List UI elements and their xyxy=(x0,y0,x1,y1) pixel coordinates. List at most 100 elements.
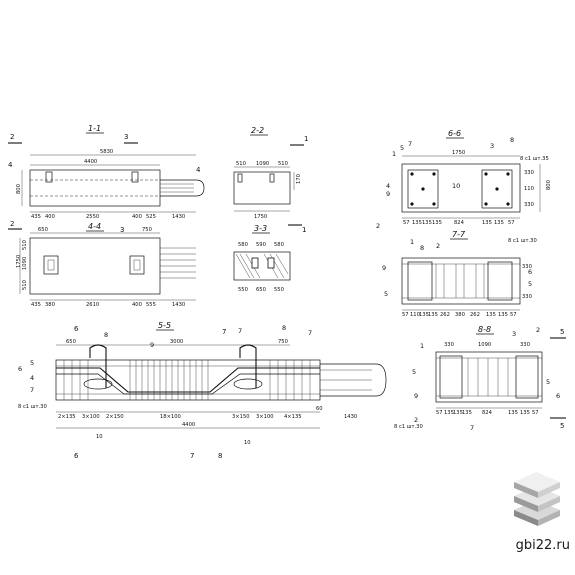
title-6-6: 6-6 xyxy=(448,129,461,138)
dim-11-height: 800 xyxy=(16,184,22,194)
dim-66-b3: 135 xyxy=(432,220,442,226)
label-7-88: 7 xyxy=(470,424,474,432)
title-2-2: 2-2 xyxy=(251,126,264,135)
view-6-6: 6-6 1750 4 9 1 5 7 3 8 10 2 8 с1 шт.35 8… xyxy=(376,129,552,230)
view-2-2: 2-2 1 1 510 1090 510 170 1750 xyxy=(233,126,308,234)
dim-44-height: 1750 xyxy=(16,255,22,268)
dim-44-top-right: 750 xyxy=(142,227,152,233)
dim-77-bottom: 57 110 135 135 262 380 262 135 135 57 xyxy=(402,312,517,318)
dim-88-b5: 135 xyxy=(508,410,518,416)
view-3-3: 3-3 580 590 580 550 650 550 xyxy=(233,224,291,293)
label-7-left: 7 xyxy=(30,386,34,394)
label-4-left: 4 xyxy=(30,374,34,382)
title-4-4: 4-4 xyxy=(88,222,101,231)
cut-mark-8-b: 8 xyxy=(218,452,222,460)
dim-33-t2: 580 xyxy=(274,242,284,248)
dim-22-t0: 510 xyxy=(236,161,246,167)
dim-88-b0: 57 xyxy=(436,410,443,416)
dim-77-b9: 57 xyxy=(510,312,517,318)
dim-22-t1: 1090 xyxy=(256,161,269,167)
dim-66-height: 800 xyxy=(546,180,552,190)
label-9-88: 9 xyxy=(414,392,418,400)
label-6-77: 6 xyxy=(528,268,532,276)
label-9-77: 9 xyxy=(382,264,386,272)
dim-55-tail: 1430 xyxy=(344,414,357,420)
dim-66-b1: 135 xyxy=(412,220,422,226)
label-8-77: 8 xyxy=(420,244,424,252)
cut-mark-6-b: 6 xyxy=(74,452,79,460)
label-2-66: 2 xyxy=(376,222,380,230)
label-5-left: 5 xyxy=(30,359,34,367)
dim-44-b5: 1430 xyxy=(172,302,185,308)
dim-66-r1: 110 xyxy=(524,186,534,192)
dim-33-b0: 550 xyxy=(238,287,248,293)
cut-mark-2-a: 2 xyxy=(10,133,14,141)
title-7-7: 7-7 xyxy=(452,230,466,239)
cut-mark-1-a: 1 xyxy=(304,135,308,143)
dim-55-b1: 3×100 xyxy=(82,414,100,420)
dim-55-b3: 18×100 xyxy=(160,414,181,420)
dim-33-t0: 580 xyxy=(238,242,248,248)
label-7-top-right: 7 xyxy=(308,329,312,337)
dim-66-b5: 135 xyxy=(482,220,492,226)
label-5-77-right: 5 xyxy=(528,280,532,288)
dim-88-b1: 135 xyxy=(444,410,454,416)
dim-55-overall: 4400 xyxy=(182,422,195,428)
label-2-88: 2 xyxy=(536,326,540,334)
stacked-slabs-icon xyxy=(514,472,560,526)
dim-11-b1: 400 xyxy=(45,214,55,220)
dim-44-bottom: 435 380 2610 400 555 1430 xyxy=(31,302,185,308)
dim-44-b2: 2610 xyxy=(86,302,99,308)
label-4-66: 4 xyxy=(386,182,390,190)
dim-77-b0: 57 xyxy=(402,312,409,318)
dim-66-top: 1750 xyxy=(452,150,465,156)
cut-mark-4-a: 4 xyxy=(8,161,13,169)
dim-55-b5: 3×100 xyxy=(256,414,274,420)
dim-88-t0: 330 xyxy=(444,342,454,348)
dim-77-b1: 110 xyxy=(410,312,420,318)
dim-88-t2: 330 xyxy=(520,342,530,348)
marker-10-left: 10 xyxy=(96,434,103,440)
label-5-88-right: 5 xyxy=(546,378,550,386)
label-8-66: 8 xyxy=(510,136,514,144)
dim-88-b2: 135 xyxy=(453,410,463,416)
view-8-8: 8-8 5 5 330 1090 330 1 3 2 5 9 2 7 5 6 8… xyxy=(394,325,566,432)
dim-44-b0: 435 xyxy=(31,302,41,308)
dim-66-b2: 135 xyxy=(422,220,432,226)
dim-44-b3: 400 xyxy=(132,302,142,308)
dim-44-p0: 510 xyxy=(22,240,28,250)
label-2-77: 2 xyxy=(436,242,440,250)
rebar-note-77: 8 с1 шт.30 xyxy=(508,238,537,244)
cut-mark-4-b: 4 xyxy=(196,166,201,174)
dim-44-p1: 1090 xyxy=(22,257,28,270)
dim-77-r0: 330 xyxy=(522,264,532,270)
label-1-88: 1 xyxy=(420,342,424,350)
cut-mark-7-b: 7 xyxy=(190,452,194,460)
dim-44-b4: 555 xyxy=(146,302,156,308)
dim-55-extra: 60 xyxy=(316,406,323,412)
dim-77-r1: 330 xyxy=(522,294,532,300)
dim-88-b4: 824 xyxy=(482,410,493,416)
label-1-77: 1 xyxy=(410,238,414,246)
dim-11-overall: 5830 xyxy=(100,149,113,155)
dim-55-b0: 2×135 xyxy=(58,414,76,420)
dim-66-b6: 135 xyxy=(494,220,504,226)
dim-88-t1: 1090 xyxy=(478,342,491,348)
label-3-88: 3 xyxy=(512,330,516,338)
rebar-note-66: 8 с1 шт.35 xyxy=(520,156,549,162)
title-1-1: 1-1 xyxy=(88,124,101,133)
dim-33-b1: 650 xyxy=(256,287,266,293)
dim-55-b6: 4×135 xyxy=(284,414,302,420)
dim-77-b7: 135 xyxy=(486,312,496,318)
cut-mark-6-a: 6 xyxy=(74,325,79,333)
dim-11-b3: 400 xyxy=(132,214,142,220)
rebar-note-55: 8 с1 шт.30 xyxy=(18,404,47,410)
label-10-66: 10 xyxy=(452,182,460,190)
marker-10-right: 10 xyxy=(244,440,251,446)
title-3-3: 3-3 xyxy=(254,224,267,233)
rebar-note-88: 8 с1 шт.30 xyxy=(394,424,423,430)
view-7-7: 7-7 9 5 1 8 2 6 5 8 с1 шт.30 330 330 57 … xyxy=(382,230,537,318)
label-9-66: 9 xyxy=(386,190,390,198)
label-7-top: 7 xyxy=(238,327,242,335)
